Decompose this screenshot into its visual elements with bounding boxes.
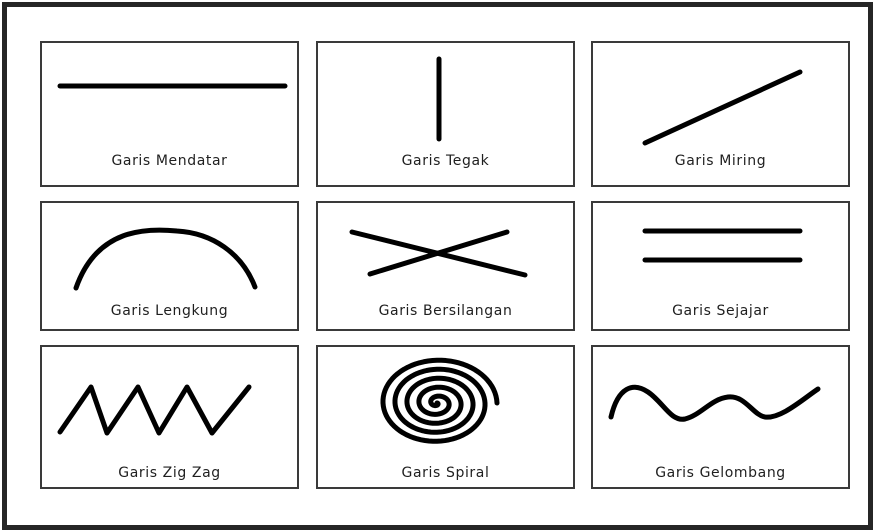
wave-line-icon	[608, 384, 821, 422]
card-garis-tegak: Garis Tegak	[316, 41, 575, 187]
card-label: Garis Mendatar	[111, 153, 228, 169]
card-garis-spiral: Garis Spiral	[316, 345, 575, 489]
diagonal-line-icon	[642, 69, 803, 146]
card-label: Garis Sejajar	[672, 303, 769, 319]
spiral-line-icon	[380, 357, 500, 444]
card-label: Garis Gelombang	[655, 465, 786, 481]
card-garis-lengkung: Garis Lengkung	[40, 201, 299, 331]
card-label: Garis Tegak	[401, 153, 490, 169]
parallel-lines-icon	[642, 228, 803, 263]
card-garis-miring: Garis Miring	[591, 41, 850, 187]
curved-line-icon	[73, 227, 258, 291]
card-garis-gelombang: Garis Gelombang	[591, 345, 850, 489]
card-label: Garis Spiral	[401, 465, 490, 481]
card-label: Garis Miring	[674, 153, 767, 169]
card-garis-mendatar: Garis Mendatar	[40, 41, 299, 187]
card-garis-bersilangan: Garis Bersilangan	[316, 201, 575, 331]
horizontal-line-icon	[57, 83, 288, 89]
card-label: Garis Zig Zag	[118, 465, 221, 481]
crossing-lines-icon	[349, 229, 528, 278]
card-label: Garis Bersilangan	[378, 303, 513, 319]
card-garis-zig-zag: Garis Zig Zag	[40, 345, 299, 489]
zigzag-line-icon	[57, 384, 252, 436]
card-label: Garis Lengkung	[110, 303, 229, 319]
vertical-line-icon	[436, 56, 442, 142]
card-garis-sejajar: Garis Sejajar	[591, 201, 850, 331]
